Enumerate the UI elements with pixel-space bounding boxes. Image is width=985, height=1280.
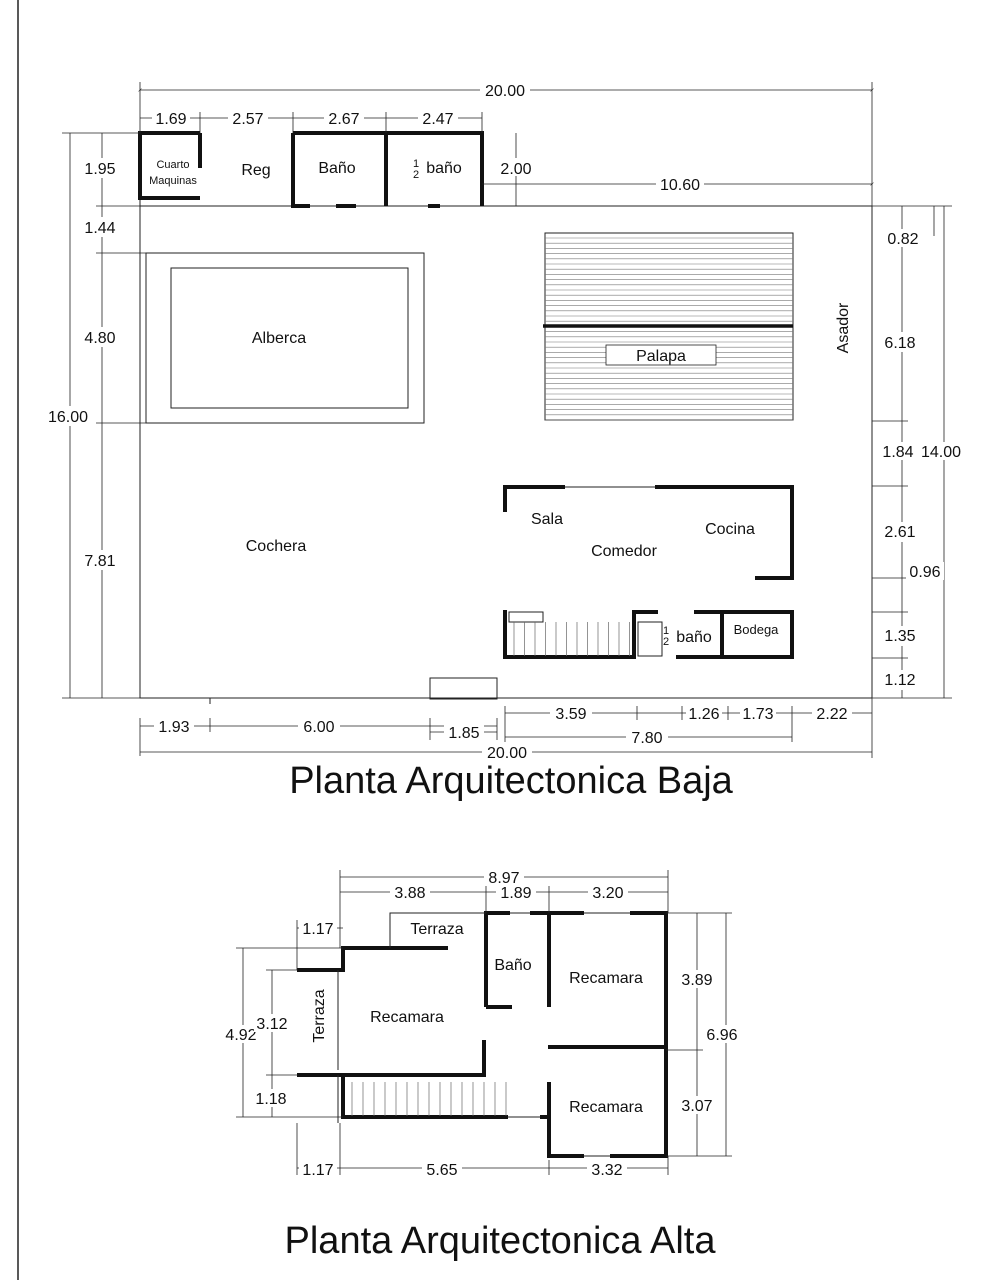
- label-alberca: Alberca: [252, 330, 306, 347]
- dim-bot-6: 1.73: [742, 706, 773, 723]
- dim-top-1: 1.69: [155, 111, 186, 128]
- dim-right-4: 2.61: [884, 524, 915, 541]
- palapa-roof: [543, 232, 794, 421]
- label-recamara-2: Recamara: [569, 970, 643, 987]
- upper-stairs: [351, 1082, 507, 1116]
- lower-dimension-labels: 20.00 1.69 2.57 2.67 2.47 2.00 10.60 1.9…: [44, 81, 966, 762]
- house-block: [503, 485, 794, 659]
- label-half-num-2: 1: [663, 625, 669, 637]
- dim-left-3: 4.80: [84, 330, 115, 347]
- label-terraza-top: Terraza: [410, 921, 463, 938]
- label-recamara-3: Recamara: [569, 1099, 643, 1116]
- dim-top-5: 2.00: [500, 161, 531, 178]
- dim-left-4: 7.81: [84, 553, 115, 570]
- title-upper-plan: Planta Arquitectonica Alta: [285, 1220, 717, 1262]
- label-cocina: Cocina: [705, 521, 755, 538]
- dim-right-5: 0.96: [909, 564, 940, 581]
- dim-left-total: 16.00: [48, 409, 88, 426]
- upper-floor-plan: Terraza Terraza Baño Recamara Recamara R…: [222, 868, 742, 1262]
- dim-top-3: 2.67: [328, 111, 359, 128]
- dim-left-2: 1.44: [84, 220, 115, 237]
- dim-upper-left-1: 3.12: [256, 1016, 287, 1033]
- label-palapa: Palapa: [636, 348, 686, 365]
- label-half-num: 1: [413, 158, 419, 170]
- label-asador: Asador: [835, 302, 852, 353]
- dim-upper-top-1: 3.88: [394, 885, 425, 902]
- label-bano: Baño: [318, 160, 355, 177]
- dim-top-6: 10.60: [660, 177, 700, 194]
- dim-upper-left-a: 1.17: [302, 921, 333, 938]
- label-comedor: Comedor: [591, 543, 657, 560]
- dim-upper-top-3: 3.20: [592, 885, 623, 902]
- dim-right-6: 1.35: [884, 628, 915, 645]
- dim-upper-right-total: 6.96: [706, 1027, 737, 1044]
- dim-upper-bot-1: 1.17: [302, 1162, 333, 1179]
- dim-right-3: 1.84: [882, 444, 913, 461]
- dim-upper-left-2: 1.18: [255, 1091, 286, 1108]
- dim-bot-7: 2.22: [816, 706, 847, 723]
- dim-bot-5: 1.26: [688, 706, 719, 723]
- label-bodega: Bodega: [734, 622, 780, 637]
- upper-walls: [297, 911, 668, 1158]
- dim-left-1: 1.95: [84, 161, 115, 178]
- lower-floor-plan: Cuarto Maquinas Reg Baño 1 2 baño Alberc…: [44, 81, 966, 802]
- dim-right-7: 1.12: [884, 672, 915, 689]
- dim-bot-total: 20.00: [487, 745, 527, 762]
- label-cuarto: Cuarto: [156, 159, 189, 171]
- title-lower-plan: Planta Arquitectonica Baja: [289, 760, 733, 802]
- dim-top-2: 2.57: [232, 111, 263, 128]
- dim-right-1: 0.82: [887, 231, 918, 248]
- label-half-bano-2: baño: [676, 629, 712, 646]
- dim-right-2: 6.18: [884, 335, 915, 352]
- label-upper-bano: Baño: [494, 957, 531, 974]
- label-half-den: 2: [413, 169, 419, 181]
- label-half-den-2: 2: [663, 636, 669, 648]
- lot-outline: [139, 205, 873, 699]
- dim-top-4: 2.47: [422, 111, 453, 128]
- pool-outer: [145, 252, 425, 424]
- dim-upper-left-total: 4.92: [225, 1027, 256, 1044]
- dim-right-total: 14.00: [921, 444, 961, 461]
- dim-upper-right-1: 3.89: [681, 972, 712, 989]
- label-maquinas: Maquinas: [149, 175, 197, 187]
- dim-upper-top-total: 8.97: [488, 870, 519, 887]
- dim-upper-right-2: 3.07: [681, 1098, 712, 1115]
- dim-bot-3: 1.85: [448, 725, 479, 742]
- label-half-bano: baño: [426, 160, 462, 177]
- upper-dimension-labels: 8.97 3.88 1.89 3.20 1.17 4.92 3.12 1.18 …: [222, 868, 742, 1179]
- label-terraza-left: Terraza: [311, 989, 328, 1042]
- dim-upper-bot-2: 5.65: [426, 1162, 457, 1179]
- dim-bot-4: 3.59: [555, 706, 586, 723]
- dim-bot-2: 6.00: [303, 719, 334, 736]
- dim-bot-8: 7.80: [631, 730, 662, 747]
- dim-upper-bot-3: 3.32: [591, 1162, 622, 1179]
- pool-inner: [170, 267, 409, 409]
- entrance: [429, 677, 498, 700]
- label-reg: Reg: [241, 162, 270, 179]
- label-cochera: Cochera: [246, 538, 307, 555]
- dim-top-total: 20.00: [485, 83, 525, 100]
- dim-upper-top-2: 1.89: [500, 885, 531, 902]
- label-sala: Sala: [531, 511, 563, 528]
- dim-bot-1: 1.93: [158, 719, 189, 736]
- label-recamara-1: Recamara: [370, 1009, 444, 1026]
